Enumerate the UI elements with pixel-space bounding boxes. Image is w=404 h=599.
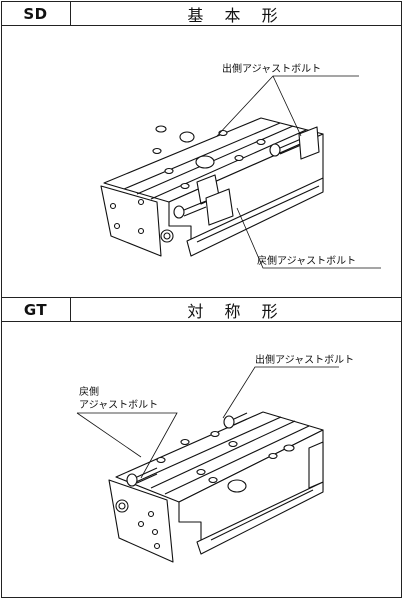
slide-unit-drawing-basic: 出側アジャストボルト 戻側アジャストボルト bbox=[100, 62, 381, 269]
section-title: 対 称 形 bbox=[187, 301, 286, 321]
label-return-adjust-bolt-line1: 戻側 bbox=[79, 385, 99, 398]
section-title: 基 本 形 bbox=[187, 5, 286, 25]
label-out-adjust-bolt: 出側アジャストボルト bbox=[255, 353, 354, 366]
slide-unit-drawing-symmetric: 出側アジャストボルト 戻側 アジャストボルト bbox=[76, 353, 354, 563]
section-header-sd: SD 基 本 形 bbox=[1, 1, 402, 26]
leader-return-bolt bbox=[236, 207, 381, 269]
adjust-bolt-return bbox=[126, 473, 138, 487]
adjust-bolt-out bbox=[223, 415, 235, 429]
section-panel-gt: 出側アジャストボルト 戻側 アジャストボルト bbox=[1, 322, 402, 598]
leader-return-bolt bbox=[77, 412, 178, 479]
adjust-bolt-out bbox=[269, 143, 281, 157]
leader-out-bolt bbox=[222, 366, 339, 419]
section-header-gt: GT 対 称 形 bbox=[1, 297, 402, 322]
section-panel-sd: 出側アジャストボルト 戻側アジャストボルト bbox=[1, 26, 402, 297]
section-code: SD bbox=[1, 2, 71, 25]
label-return-adjust-bolt: 戻側アジャストボルト bbox=[257, 254, 356, 267]
end-plate bbox=[100, 185, 162, 257]
label-out-adjust-bolt: 出側アジャストボルト bbox=[222, 62, 321, 75]
label-return-adjust-bolt-line2: アジャストボルト bbox=[79, 399, 158, 411]
adjust-bolt-return bbox=[173, 205, 185, 219]
section-code: GT bbox=[1, 298, 71, 321]
